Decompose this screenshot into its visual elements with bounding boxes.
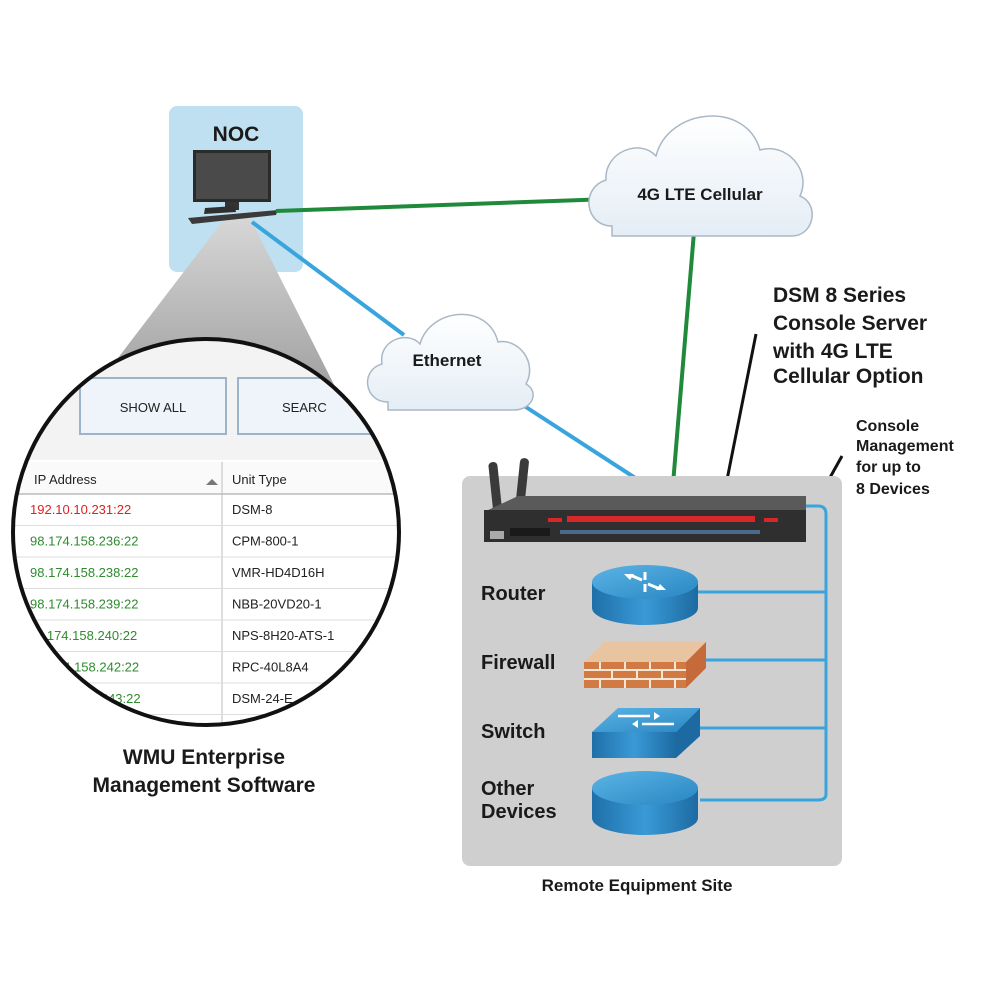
console-management-line-1: Console <box>856 418 919 435</box>
row-unit-type: NPS-8H20-ATS-1 <box>232 628 334 643</box>
table-row[interactable]: 98.174.158.239:22 NBB-20VD20-1 <box>0 597 420 621</box>
row-ip-address: 192.10.10.231:22 <box>30 502 131 517</box>
console-management-line-2: Management <box>856 438 954 455</box>
column-header-unit-type[interactable]: Unit Type <box>232 472 287 487</box>
software-lens: SHOW ALL SEARC IP Address Unit Type 192.… <box>0 337 420 727</box>
other-devices-icon <box>592 771 698 835</box>
row-unit-type: RPC-40L8A4 <box>232 660 309 675</box>
console-cables <box>698 504 828 802</box>
show-all-button[interactable]: SHOW ALL <box>79 377 227 435</box>
column-header-ip[interactable]: IP Address <box>34 472 97 487</box>
software-title-line-2: Management Software <box>93 774 316 797</box>
search-button-label: SEARC <box>282 400 327 415</box>
sort-arrow-icon[interactable] <box>206 479 218 485</box>
show-all-button-label: SHOW ALL <box>120 400 186 415</box>
row-ip-address: 98.174.158.238:22 <box>30 565 138 580</box>
cellular-link-server <box>670 231 696 497</box>
row-ip-address: 74.158.242:22 <box>56 660 139 675</box>
firewall-icon <box>584 642 706 688</box>
table-row[interactable]: 192.10.10.231:22 DSM-8 <box>0 502 420 526</box>
switch-icon <box>592 708 700 758</box>
ethernet-cloud-label: Ethernet <box>413 351 482 370</box>
router-label: Router <box>481 583 546 605</box>
row-ip-address: 98.174.158.236:22 <box>30 534 138 549</box>
cellular-cloud <box>588 115 813 237</box>
software-title-line-1: WMU Enterprise <box>123 746 285 769</box>
row-unit-type: DSM-8 <box>232 502 272 517</box>
row-ip-address: 8.174.158.240:22 <box>36 628 137 643</box>
ethernet-link-noc <box>250 220 406 337</box>
console-server-label-line-3: with 4G LTE <box>772 340 893 363</box>
cellular-cloud-label: 4G LTE Cellular <box>637 185 763 204</box>
table-row[interactable]: 98.174.158.238:22 VMR-HD4D16H <box>0 565 420 589</box>
console-management-label: Console Management for up to 8 Devices <box>856 418 958 498</box>
table-row[interactable]: 8.174.158.240:22 NPS-8H20-ATS-1 <box>0 628 420 652</box>
cellular-link-noc <box>275 197 611 213</box>
console-server-label: DSM 8 Series Console Server with 4G LTE … <box>772 284 933 388</box>
table-rows: 192.10.10.231:22 DSM-8 98.174.158.236:22 CP… <box>0 502 420 724</box>
computer-icon <box>188 150 278 224</box>
row-unit-type: DSM-24-E <box>232 691 293 706</box>
console-server-label-line-4: Cellular Option <box>773 365 924 388</box>
row-unit-type: CPM-800-1 <box>232 534 298 549</box>
other-devices-label: Other Devices <box>481 778 557 823</box>
console-management-line-4: 8 Devices <box>856 481 930 498</box>
row-ip-address: 98.174.158.239:22 <box>30 597 138 612</box>
row-unit-type: VMR-HD4D16H <box>232 565 324 580</box>
firewall-label: Firewall <box>481 652 555 674</box>
table-row[interactable]: 98.174.158.236:22 CPM-800-1 <box>0 534 420 558</box>
switch-label: Switch <box>481 721 545 743</box>
remote-site-title: Remote Equipment Site <box>542 876 733 895</box>
console-server-label-line-2: Console Server <box>773 312 927 335</box>
noc-label: NOC <box>213 123 260 146</box>
row-unit-type: NBB-20VD20-1 <box>232 597 322 612</box>
router-icon <box>592 565 698 625</box>
console-server-label-line-1: DSM 8 Series <box>773 284 906 307</box>
console-management-line-3: for up to <box>856 459 921 476</box>
ethernet-cloud <box>366 313 534 411</box>
console-server-device <box>484 458 806 542</box>
